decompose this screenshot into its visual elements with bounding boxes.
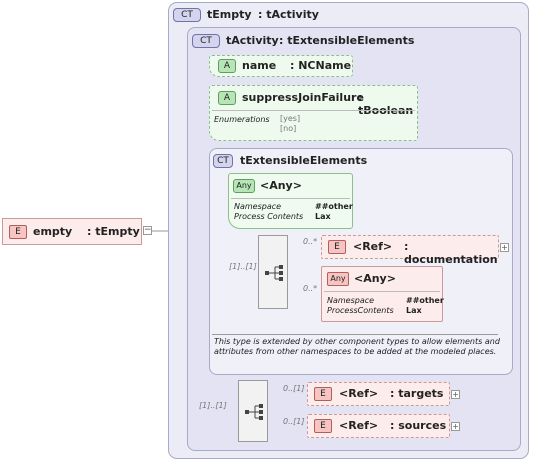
any-badge: Any — [233, 179, 255, 193]
divider — [231, 198, 350, 199]
sequence-compositor[interactable] — [258, 235, 288, 309]
ref-type: : sources — [390, 419, 447, 432]
complex-type-base: : tActivity — [258, 8, 319, 21]
any-name: <Any> — [260, 179, 302, 192]
complex-type-badge: CT — [213, 154, 233, 168]
any-attribute[interactable]: Any <Any> Namespace ##other Process Cont… — [228, 173, 353, 229]
attribute-type: : NCName — [290, 59, 352, 72]
attribute-type: : tBoolean — [358, 91, 414, 117]
sequence-icon — [245, 404, 263, 420]
process-contents-value: Lax — [406, 306, 422, 315]
namespace-label: Namespace — [327, 296, 375, 305]
complex-type-base: : tExtensibleElements — [279, 34, 415, 47]
attribute-suppressJoinFailure[interactable]: A suppressJoinFailure : tBoolean Enumera… — [209, 85, 418, 141]
attribute-badge: A — [218, 59, 236, 73]
divider — [212, 110, 415, 111]
sequence-compositor[interactable] — [238, 380, 268, 442]
expand-icon[interactable]: + — [451, 390, 460, 399]
element-cardinality: 0..* — [303, 284, 318, 293]
sequence-cardinality: [1]..[1] — [229, 262, 257, 271]
sequence-cardinality: [1]..[1] — [199, 401, 227, 410]
complex-type-name: tActivity — [226, 34, 279, 47]
any-badge: Any — [327, 272, 349, 286]
process-contents-label: Process Contents — [234, 212, 304, 221]
element-cardinality: 0..[1] — [283, 417, 305, 426]
element-cardinality: 0..[1] — [283, 384, 305, 393]
note-divider — [212, 334, 498, 335]
ref-type: : targets — [390, 387, 444, 400]
enumeration-value: [no] — [280, 124, 297, 133]
namespace-value: ##other — [406, 296, 444, 305]
ref-name: <Ref> — [339, 419, 379, 432]
enumerations-label: Enumerations — [214, 115, 270, 124]
element-ref-targets[interactable]: E <Ref> : targets — [307, 382, 450, 406]
type-note: This type is extended by other component… — [214, 337, 500, 356]
element-badge: E — [314, 419, 332, 433]
ref-name: <Ref> — [353, 240, 393, 253]
attribute-name-label: suppressJoinFailure — [242, 91, 364, 104]
attribute-badge: A — [218, 91, 236, 105]
namespace-label: Namespace — [234, 202, 282, 211]
divider — [324, 291, 440, 292]
element-badge: E — [9, 225, 27, 239]
element-badge: E — [328, 240, 346, 254]
process-contents-value: Lax — [315, 212, 331, 221]
element-ref-sources[interactable]: E <Ref> : sources — [307, 414, 450, 438]
enumeration-value: [yes] — [280, 114, 301, 123]
element-badge: E — [314, 387, 332, 401]
attribute-name[interactable]: A name : NCName — [209, 55, 353, 77]
ref-name: <Ref> — [339, 387, 379, 400]
collapse-icon[interactable]: − — [143, 225, 152, 235]
any-name: <Any> — [354, 272, 396, 285]
element-ref-documentation[interactable]: E <Ref> : documentation — [321, 235, 499, 266]
complex-type-badge: CT — [192, 34, 220, 48]
expand-icon[interactable]: + — [451, 422, 460, 431]
any-element[interactable]: Any <Any> Namespace ##other ProcessConte… — [321, 266, 444, 322]
root-element-empty[interactable]: E empty : tEmpty — [2, 218, 142, 245]
complex-type-badge: CT — [173, 8, 201, 22]
complex-type-name: tExtensibleElements — [240, 154, 368, 167]
ref-type: : documentation — [404, 240, 498, 266]
namespace-value: ##other — [315, 202, 353, 211]
process-contents-label: ProcessContents — [327, 306, 394, 315]
element-cardinality: 0..* — [303, 237, 318, 246]
sequence-icon — [265, 265, 283, 281]
complex-type-name: tEmpty — [207, 8, 252, 21]
attribute-name-label: name — [242, 59, 277, 72]
element-type: : tEmpty — [87, 225, 140, 238]
element-name: empty — [33, 225, 73, 238]
expand-icon[interactable]: + — [500, 243, 509, 252]
